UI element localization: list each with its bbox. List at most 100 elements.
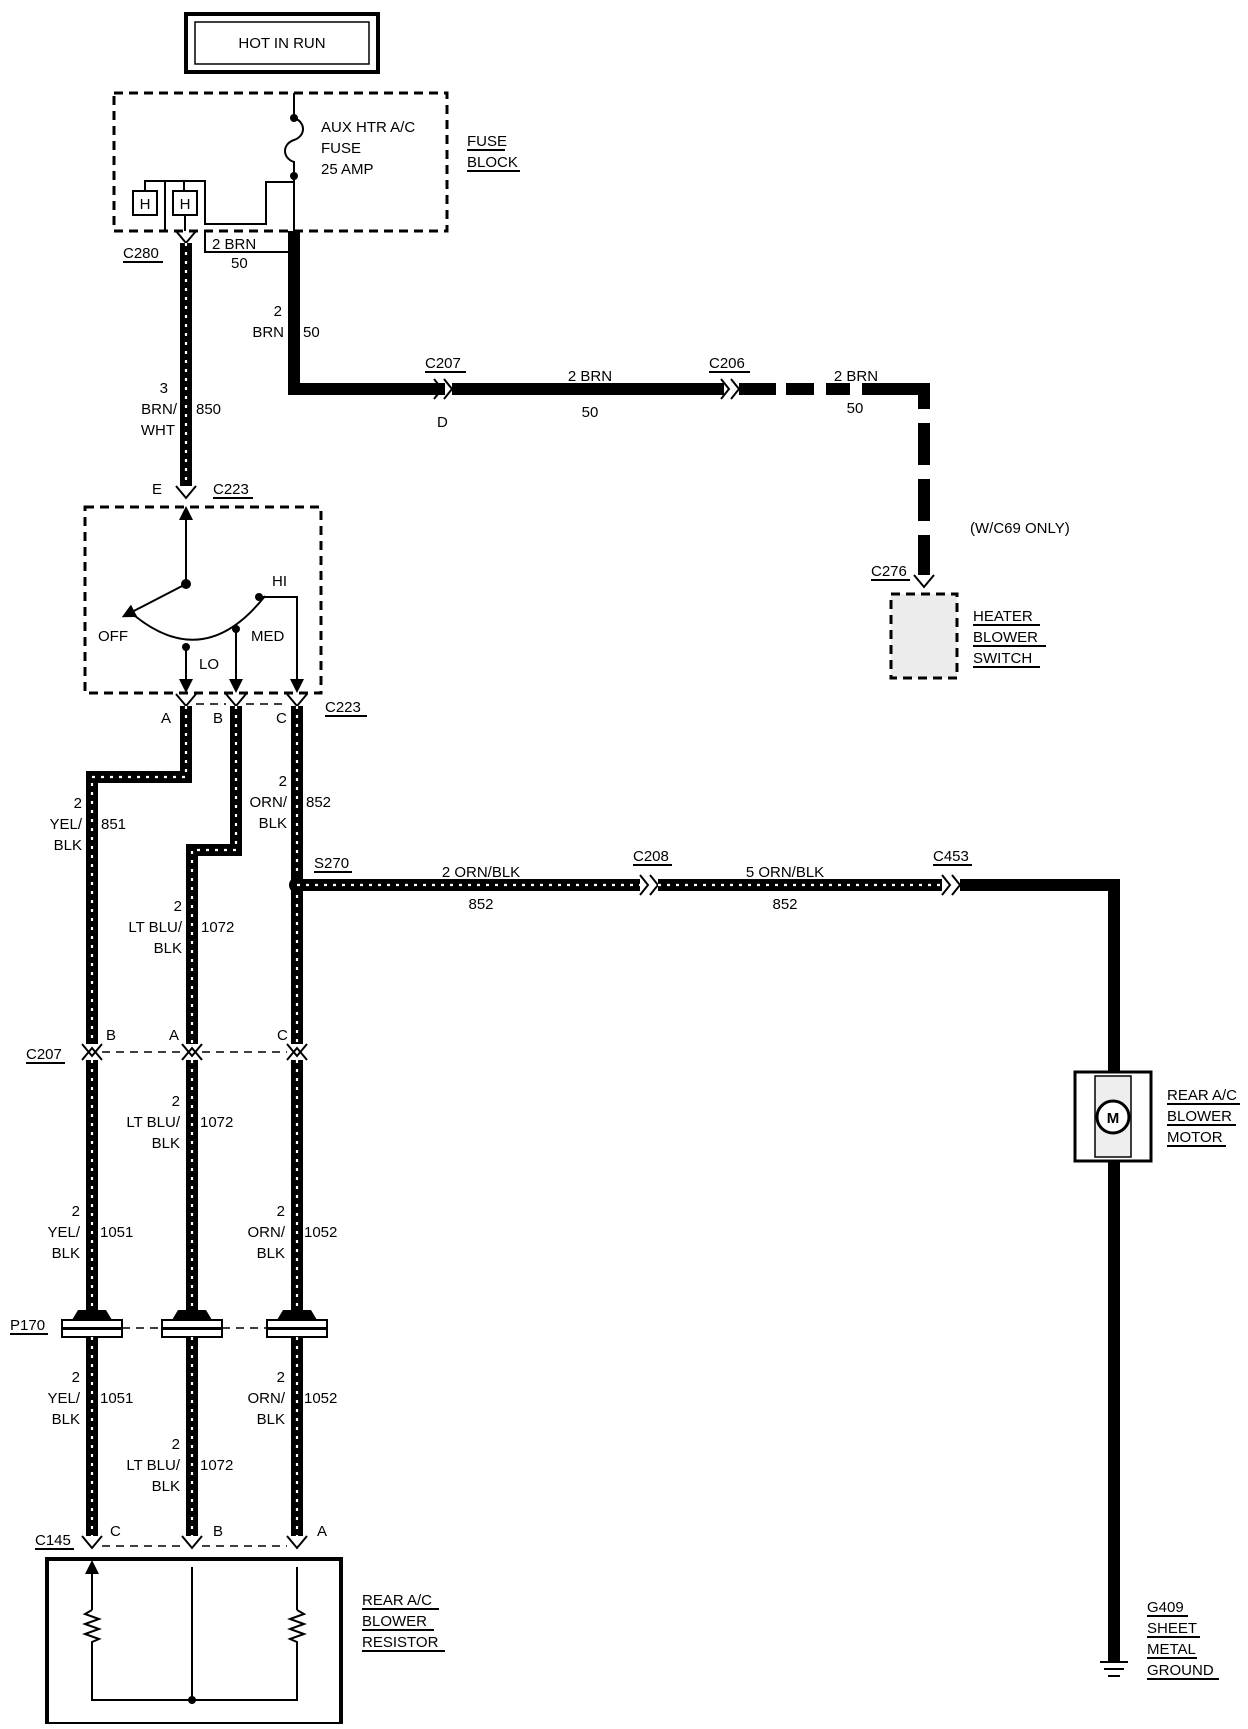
svg-text:LT BLU/: LT BLU/	[126, 1457, 180, 1474]
wire-1052-lower: 2 ORN/ 1052 BLK	[248, 1337, 337, 1536]
c206-inline-connector: C206	[709, 355, 750, 400]
svg-text:C206: C206	[709, 355, 745, 372]
svg-text:50: 50	[582, 404, 599, 421]
hot-in-run-label: HOT IN RUN	[238, 35, 325, 52]
switch-hi-label: HI	[272, 573, 287, 590]
svg-text:C208: C208	[633, 848, 669, 865]
svg-text:ORN/: ORN/	[250, 794, 288, 811]
svg-text:852: 852	[772, 896, 797, 913]
c280-connector: C280	[123, 230, 197, 263]
svg-text:BRN/: BRN/	[141, 401, 178, 418]
svg-text:B: B	[213, 710, 223, 727]
svg-text:851: 851	[101, 816, 126, 833]
hot-in-run-box: HOT IN RUN	[184, 12, 380, 74]
svg-text:H: H	[140, 196, 151, 213]
svg-text:BLK: BLK	[54, 837, 82, 854]
svg-text:C276: C276	[871, 563, 907, 580]
svg-text:C145: C145	[35, 1532, 71, 1549]
switch-blade	[121, 583, 187, 618]
svg-text:BRN: BRN	[252, 324, 284, 341]
svg-text:5 ORN/BLK: 5 ORN/BLK	[746, 864, 824, 881]
switch-off-label: OFF	[98, 628, 128, 645]
svg-text:C207: C207	[26, 1046, 62, 1063]
wire-1072-lower: 2 LT BLU/ 1072 BLK	[126, 1337, 233, 1536]
svg-text:3: 3	[160, 380, 168, 397]
svg-text:BLOWER: BLOWER	[973, 629, 1038, 646]
svg-text:2 BRN: 2 BRN	[212, 236, 256, 253]
svg-text:BLK: BLK	[152, 1478, 180, 1495]
fuse-name-line2: FUSE	[321, 140, 361, 157]
c145-connector: C B A C145	[35, 1523, 327, 1550]
svg-text:C223: C223	[325, 699, 361, 716]
svg-text:ORN/: ORN/	[248, 1390, 286, 1407]
resistor-elements	[82, 1609, 307, 1701]
svg-text:2 BRN: 2 BRN	[834, 368, 878, 385]
svg-text:P170: P170	[10, 1317, 45, 1334]
svg-text:50: 50	[847, 400, 864, 417]
svg-text:H: H	[180, 196, 191, 213]
svg-text:852: 852	[306, 794, 331, 811]
wire-1072: 2 LT BLU/ 1072 BLK	[128, 706, 242, 1044]
p170-connector: P170	[10, 1310, 328, 1338]
svg-text:2: 2	[277, 1369, 285, 1386]
svg-text:50: 50	[231, 255, 248, 272]
svg-text:C: C	[276, 710, 287, 727]
wire-850: 3 BRN/ 850 WHT	[141, 243, 221, 486]
svg-text:B: B	[213, 1523, 223, 1540]
svg-text:BLK: BLK	[52, 1245, 80, 1262]
heater-blower-switch: HEATER BLOWER SWITCH	[889, 592, 1046, 680]
fuse-block: H H AUX HTR A/C FUSE 25 AMP FUSE BLOCK	[112, 91, 520, 233]
svg-text:1051: 1051	[100, 1390, 133, 1407]
svg-text:50: 50	[303, 324, 320, 341]
c276-connector: C276	[871, 563, 935, 589]
rear-blower-resistor: REAR A/C BLOWER RESISTOR	[45, 1557, 445, 1726]
svg-text:1072: 1072	[201, 919, 234, 936]
svg-text:MOTOR: MOTOR	[1167, 1129, 1223, 1146]
svg-text:BLK: BLK	[154, 940, 182, 957]
svg-text:LT BLU/: LT BLU/	[126, 1114, 180, 1131]
svg-text:ORN/: ORN/	[248, 1224, 286, 1241]
c208-inline-connector: C208	[633, 848, 672, 896]
fuse-rating: 25 AMP	[321, 161, 374, 178]
fuse-symbol	[284, 93, 304, 176]
svg-text:C280: C280	[123, 245, 159, 262]
fuse-block-label-line2: BLOCK	[467, 154, 518, 171]
svg-text:2: 2	[74, 795, 82, 812]
svg-text:2: 2	[277, 1203, 285, 1220]
svg-text:1072: 1072	[200, 1457, 233, 1474]
svg-text:E: E	[152, 481, 162, 498]
svg-text:C: C	[277, 1027, 288, 1044]
svg-text:C: C	[110, 1523, 121, 1540]
svg-text:1072: 1072	[200, 1114, 233, 1131]
wire-to-motor	[960, 879, 1120, 1072]
motor-symbol: M	[1107, 1110, 1120, 1127]
c207-inline-connector: C207 D	[425, 355, 466, 431]
svg-text:A: A	[169, 1027, 179, 1044]
svg-text:G409: G409	[1147, 1599, 1184, 1616]
svg-text:1052: 1052	[304, 1390, 337, 1407]
svg-text:1051: 1051	[100, 1224, 133, 1241]
svg-text:C223: C223	[213, 481, 249, 498]
svg-text:1052: 1052	[304, 1224, 337, 1241]
wire-852: 2 ORN/ 852 BLK	[250, 706, 331, 1044]
wire-50-feed: 2 BRN 50	[252, 231, 445, 395]
svg-text:REAR A/C: REAR A/C	[1167, 1087, 1237, 1104]
wire-50-c207-c206: 2 BRN 50	[452, 368, 724, 421]
svg-text:BLOWER: BLOWER	[362, 1613, 427, 1630]
svg-text:GROUND: GROUND	[1147, 1662, 1214, 1679]
svg-text:2 ORN/BLK: 2 ORN/BLK	[442, 864, 520, 881]
svg-text:BLK: BLK	[257, 1411, 285, 1428]
svg-text:BLK: BLK	[259, 815, 287, 832]
g409-ground: G409 SHEET METAL GROUND	[1100, 1599, 1219, 1680]
svg-text:S270: S270	[314, 855, 349, 872]
wire-852-s270-c208: 2 ORN/BLK 852	[297, 864, 640, 913]
svg-text:BLK: BLK	[52, 1411, 80, 1428]
svg-text:2: 2	[72, 1369, 80, 1386]
svg-text:2: 2	[279, 773, 287, 790]
svg-text:C453: C453	[933, 848, 969, 865]
svg-text:SWITCH: SWITCH	[973, 650, 1032, 667]
svg-text:852: 852	[468, 896, 493, 913]
c453-inline-connector: C453	[933, 848, 972, 896]
svg-text:YEL/: YEL/	[47, 1390, 80, 1407]
